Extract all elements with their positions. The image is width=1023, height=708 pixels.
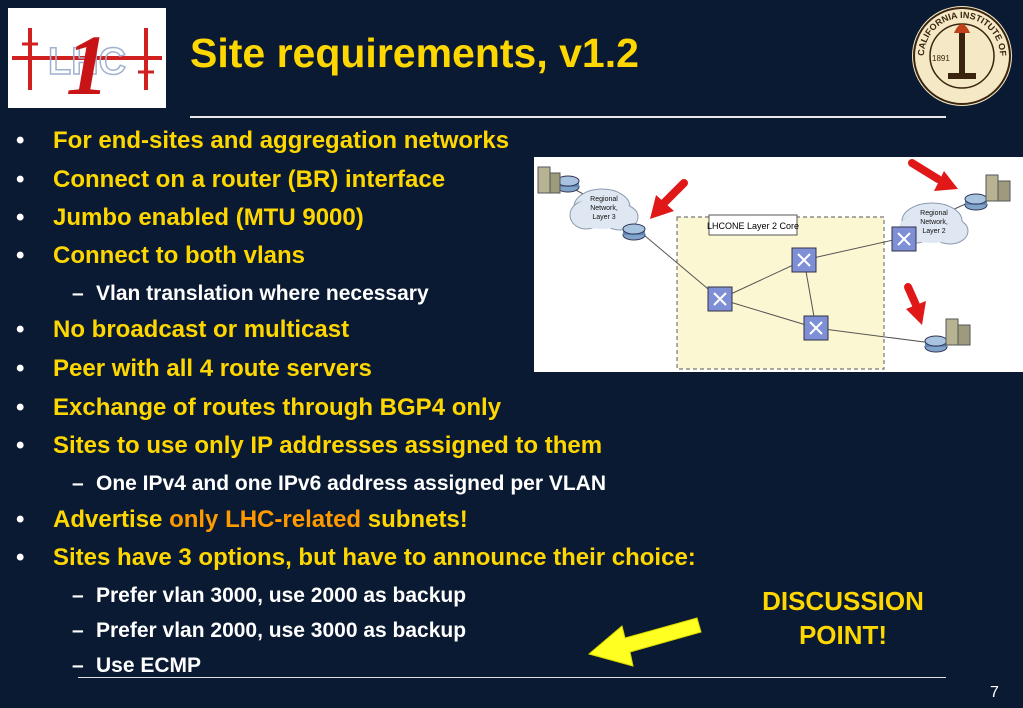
sub-bullet-item: –Prefer vlan 2000, use 3000 as backup [72,619,467,642]
lhc-logo-text: LHC [48,41,126,83]
yellow-arrow-icon [585,608,703,670]
discussion-point-callout: DISCUSSION POINT! [728,584,958,652]
highlight-text: only LHC-related [169,506,362,533]
bullet-item: •Sites have 3 options, but have to annou… [16,544,696,571]
caltech-seal: CALIFORNIA INSTITUTE OF TECHNOLOGY 1891 [904,0,1016,107]
red-arrow-icon [904,283,926,325]
right-cloud-label: Regional [920,210,948,217]
router-icon [964,193,988,211]
discussion-line-1: DISCUSSION [762,586,924,616]
bullet-item: •Exchange of routes through BGP4 only [16,394,502,421]
page-title: Site requirements, v1.2 [190,30,639,76]
sub-bullet-item: –Vlan translation where necessary [72,282,429,305]
lhc-logo-numeral: 1 [66,17,109,108]
title-divider [190,116,946,118]
bullet-item: •Jumbo enabled (MTU 9000) [16,204,364,231]
red-arrow-icon [908,159,958,191]
sub-bullet-item: –One IPv4 and one IPv6 address assigned … [72,472,607,495]
router-icon [924,335,948,353]
server-icon [985,174,1011,202]
bullet-item: •No broadcast or multicast [16,316,350,343]
discussion-line-2: POINT! [798,620,888,650]
bullet-item: •Sites to use only IP addresses assigned… [16,432,603,459]
sub-bullet-item: –Prefer vlan 3000, use 2000 as backup [72,584,467,607]
router-icon [622,223,646,241]
bullet-item: •For end-sites and aggregation networks [16,127,510,154]
right-cloud-label: Network, [920,219,948,226]
footer-divider [78,677,946,678]
server-icon [537,166,561,194]
caltech-year: 1891 [932,54,950,63]
switch-icon [791,247,817,273]
lhc-logo: LHC 1 [8,8,166,113]
switch-icon [803,315,829,341]
bullet-item: •Advertise only LHC-related subnets! [16,506,468,533]
bullet-item: •Connect on a router (BR) interface [16,166,446,193]
core-label-box [708,214,798,236]
red-arrow-icon [650,179,688,219]
switch-icon [891,226,917,252]
left-cloud: Regional Network, Layer 3 [569,188,639,231]
bullet-item: •Peer with all 4 route servers [16,355,372,382]
core-label: LHCONE Layer 2 Core [707,221,799,231]
right-cloud-label: Layer 2 [922,228,945,235]
left-cloud-label: Layer 3 [592,214,615,221]
left-cloud-label: Network, [590,205,618,212]
switch-icon [707,286,733,312]
router-icon [556,175,580,193]
sub-bullet-item: –Use ECMP [72,654,202,677]
server-icon [945,318,971,346]
network-diagram: LHCONE Layer 2 Core Regional Network, La… [534,157,1023,372]
page-number: 7 [990,684,999,701]
bullet-item: •Connect to both vlans [16,242,305,269]
left-cloud-label: Regional [590,196,618,203]
